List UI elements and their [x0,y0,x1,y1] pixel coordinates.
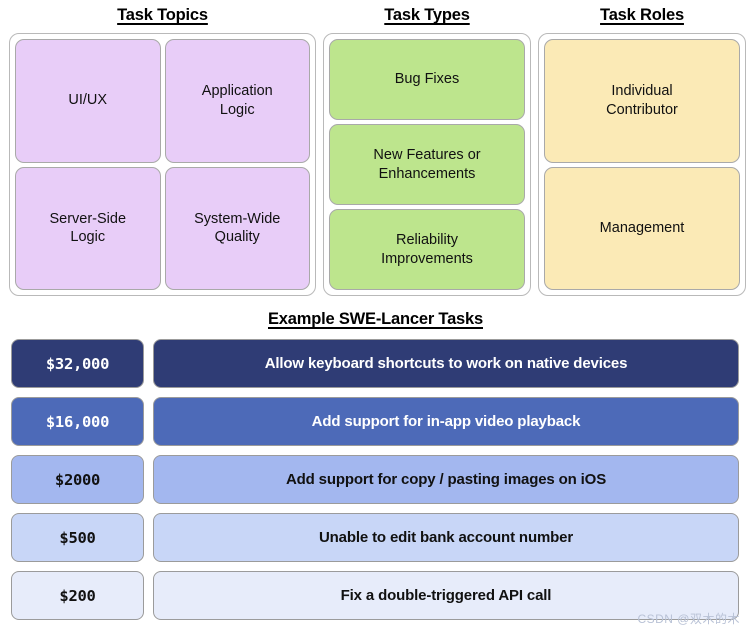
task-price-chip: $32,000 [11,339,144,388]
task-row[interactable]: $16,000 Add support for in-app video pla… [11,397,739,446]
task-price-chip: $500 [11,513,144,562]
task-price-chip: $16,000 [11,397,144,446]
task-price-chip: $2000 [11,455,144,504]
task-topic-cell[interactable]: UI/UX [15,39,161,163]
task-description: Allow keyboard shortcuts to work on nati… [153,339,739,388]
column-header-task-types: Task Types [384,6,470,24]
task-row[interactable]: $500 Unable to edit bank account number [11,513,739,562]
task-description: Fix a double-triggered API call [153,571,739,620]
task-description: Add support for copy / pasting images on… [153,455,739,504]
task-row[interactable]: $2000 Add support for copy / pasting ima… [11,455,739,504]
task-role-cell[interactable]: Management [544,166,740,290]
example-tasks-list: $32,000 Allow keyboard shortcuts to work… [0,339,751,620]
task-description: Add support for in-app video playback [153,397,739,446]
task-type-cell[interactable]: Bug Fixes [329,39,525,120]
task-row[interactable]: $32,000 Allow keyboard shortcuts to work… [11,339,739,388]
task-price-chip: $200 [11,571,144,620]
task-description: Unable to edit bank account number [153,513,739,562]
column-header-task-roles: Task Roles [600,6,684,24]
example-tasks-title: Example SWE-Lancer Tasks [268,310,483,328]
column-header-task-topics: Task Topics [117,6,208,24]
task-row[interactable]: $200 Fix a double-triggered API call [11,571,739,620]
example-tasks-section: Example SWE-Lancer Tasks $32,000 Allow k… [0,305,751,636]
